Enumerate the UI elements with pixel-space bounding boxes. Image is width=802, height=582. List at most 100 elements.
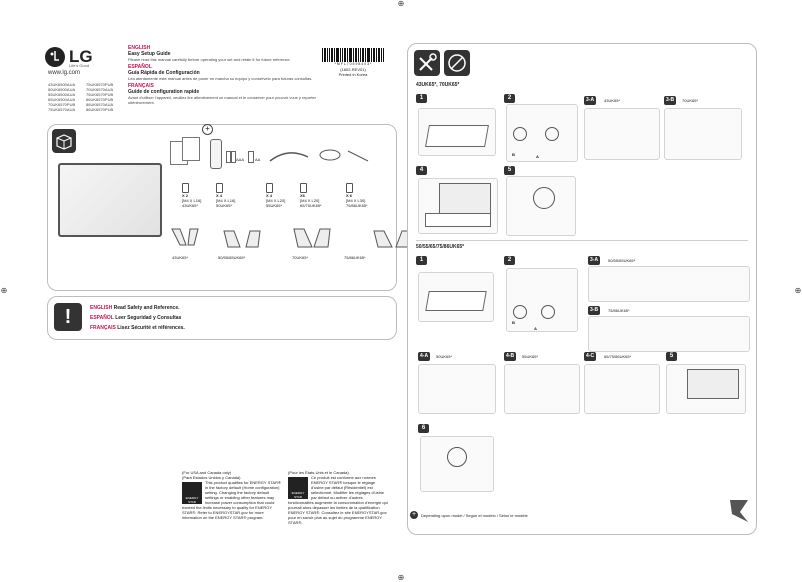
safety-panel: ! ENGLISH Read Safety and Reference. ESP…	[47, 296, 397, 340]
registration-mark-top: ⊕	[397, 0, 405, 8]
lg-logo: LG Life's Good	[44, 46, 104, 70]
step-2-5-illustration	[666, 364, 746, 414]
page-fold-icon	[730, 500, 748, 522]
aaa-label: AAA	[236, 157, 245, 162]
step-2-3b-illustration	[588, 316, 750, 352]
model-item: 86UK6570PUB	[86, 107, 114, 112]
plus-icon: +	[202, 124, 213, 135]
step-3a: 3-A	[584, 96, 597, 105]
model-item: 75UK6570AUA	[48, 107, 76, 112]
step-2-4b: 4-B	[504, 352, 517, 361]
barcode-revision: (1802-REV01)	[340, 67, 366, 72]
registration-mark-right: ⊕	[794, 286, 802, 295]
stand-label-3: 70UK65*	[292, 255, 309, 260]
no-scratch-icon	[448, 54, 466, 72]
es-text: Lea atentamente este manual antes de pon…	[128, 76, 313, 81]
batteries-illustration: AAA AA	[226, 151, 266, 165]
barcode: * M F L 7 0 5 9 8 4 0 3 * (1802-REV01) P…	[322, 48, 384, 77]
es-title: Guía Rápida de Configuración	[128, 70, 200, 76]
assembly-panel: 43UK65*, 70UK65* 1 2 B A 3-A 43UK65* 3-B…	[407, 43, 757, 535]
energy-header-1: (For USA and Canada only)	[182, 470, 232, 475]
model-item: 75UK6570PUB	[86, 82, 114, 87]
screw-spec: [M4 X L20]	[266, 198, 286, 203]
stand-label-2: 50/55/65UK65*	[218, 255, 246, 260]
step-2-3a-models: 50/55/65UK65*	[608, 258, 636, 263]
step-2-3b-models: 75/86UK65*	[608, 308, 630, 313]
screw-spec: [M4 X L20]	[300, 198, 320, 203]
model-item: 50UK6500AUA	[48, 87, 76, 92]
label-b-2: B	[512, 320, 515, 325]
step-2-6: 6	[418, 424, 429, 433]
section-2-title: 50/55/65/75/86UK65*	[416, 244, 465, 250]
model-item: 65UK6500AUA	[48, 97, 76, 102]
box-icon-tile	[52, 129, 76, 153]
step-3a-models: 43UK65*	[604, 98, 621, 103]
printed-in: Printed in Korea	[338, 72, 368, 77]
lg-logo-icon	[45, 47, 65, 67]
model-item: 86UK6570AUA	[86, 102, 114, 107]
screw-models: 50UK65*	[216, 203, 233, 208]
energy-star-logo: ENERGY STAR	[182, 482, 202, 504]
fr-title: Guide de configuration rapide	[128, 89, 200, 95]
protect-screen-icon-tile	[444, 50, 470, 76]
screw-icon	[300, 183, 307, 193]
section-1-title: 43UK65*, 70UK65*	[416, 82, 460, 88]
screw-models: 65/70UK65*	[300, 203, 322, 208]
energy-header-2: (Para Estados Unidos y Canadá)	[182, 475, 241, 480]
registration-mark-left: ⊕	[0, 286, 8, 295]
step-2-3a: 3-A	[588, 256, 601, 265]
screw-qty: X 4	[266, 193, 273, 198]
tools-icon-tile	[414, 50, 440, 76]
step-2-3b: 3-B	[588, 306, 601, 315]
section-divider	[416, 240, 748, 241]
fr-heading: FRANÇAIS	[128, 83, 154, 89]
step-4-illustration	[418, 178, 498, 234]
step-2-1-illustration	[418, 272, 494, 322]
step-2-4b-illustration	[504, 364, 580, 414]
screw-set-2: X 4 [M4 X L16] 50UK65*	[216, 183, 254, 208]
en-text: Please read this manual carefully before…	[128, 57, 291, 62]
warning-exclamation-icon: !	[64, 306, 72, 328]
step-2-2: 2	[504, 256, 515, 265]
model-item: 86UK6570PUB	[86, 97, 114, 102]
screw-qty: X 6	[346, 193, 353, 198]
step-3b: 3-B	[664, 96, 677, 105]
model-item: 70UK6570PUB	[48, 102, 76, 107]
remote-control-illustration	[210, 139, 222, 169]
model-item: 55UK6500AUA	[48, 92, 76, 97]
package-box-icon	[56, 134, 72, 150]
step-2-illustration	[506, 104, 578, 162]
step-2-4a-illustration	[418, 364, 496, 414]
screw-icon	[266, 183, 273, 193]
manual-booklets-illustration	[170, 137, 202, 165]
en-title: Easy Setup Guide	[128, 51, 171, 57]
step-1: 1	[416, 94, 427, 103]
safety-fr: FRANÇAIS Lisez Sécurité et références.	[90, 325, 185, 331]
screw-models: 55UK65*	[266, 203, 283, 208]
step-2-5: 5	[666, 352, 677, 361]
energy-star-logo: ENERGY STAR	[288, 477, 308, 499]
label-a-2: A	[534, 326, 537, 331]
stand-label-1: 43UK65*	[172, 255, 189, 260]
screw-set-5: X 6 [M4 X L30] 75/86UK65*	[346, 183, 386, 208]
screw-icon	[346, 183, 353, 193]
screw-qty: X 4	[216, 193, 223, 198]
step-4: 4	[416, 166, 427, 175]
en-heading: ENGLISH	[128, 45, 151, 51]
website: www.lg.com	[48, 70, 81, 76]
model-footnote: Depending upon model / Según el modelo /…	[421, 513, 528, 518]
screw-set-1: X 2 [M4 X L16] 43UK65*	[182, 183, 216, 208]
safety-en: ENGLISH Read Safety and Reference.	[90, 305, 180, 311]
screw-set-4: X6 [M4 X L20] 65/70UK65*	[300, 183, 340, 208]
label-a: A	[536, 154, 539, 159]
step-2-4a-models: 50UK65*	[436, 354, 453, 359]
step-2-3a-illustration	[588, 266, 750, 302]
model-item: 75UK6570PUB	[86, 92, 114, 97]
step-3a-illustration	[584, 108, 660, 160]
plus-circle-icon: +	[410, 511, 418, 519]
step-1-illustration	[418, 108, 496, 156]
step-2-1: 1	[416, 256, 427, 265]
stand-label-4: 75/86UK65*	[344, 255, 366, 260]
model-list-right: 75UK6570PUB 70UK6570AUA 75UK6570PUB 86UK…	[86, 82, 126, 112]
cables-illustration	[269, 149, 369, 162]
